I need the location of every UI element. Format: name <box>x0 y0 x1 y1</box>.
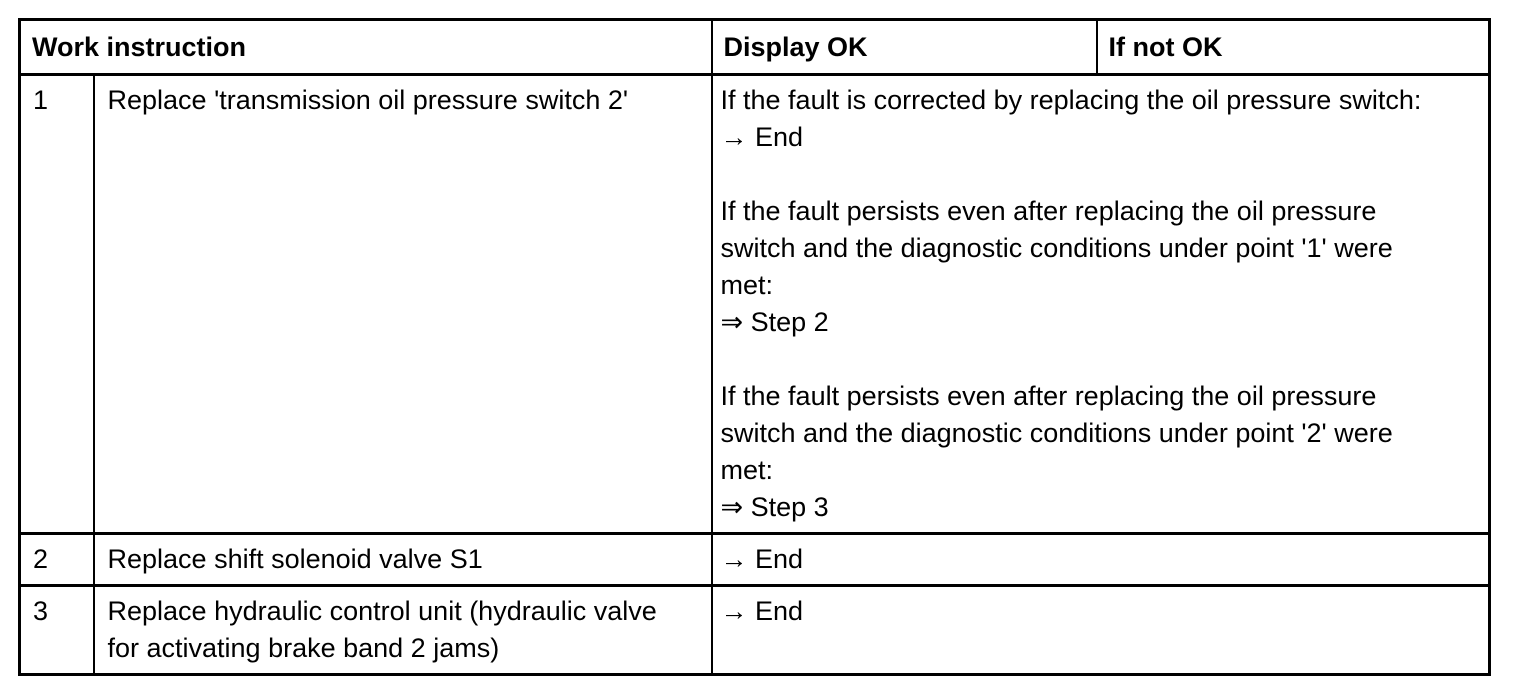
outcome-action: ⇒ Step 3 <box>720 492 829 522</box>
header-display-ok: Display OK <box>710 18 1098 76</box>
instruction-cell: Replace 'transmission oil pressure switc… <box>92 73 713 535</box>
outcome-block: → End <box>721 593 1437 630</box>
outcome-block: → End <box>721 541 1437 578</box>
document-page: Work instruction Display OK If not OK 1 … <box>18 18 1492 676</box>
outcome-action: → End <box>720 544 804 574</box>
table-row-step-3: 3 Replace hydraulic control unit (hydrau… <box>18 584 1491 676</box>
header-row: Work instruction Display OK If not OK <box>18 18 1491 76</box>
outcome-block: If the fault persists even after replaci… <box>721 378 1437 526</box>
header-if-not-ok: If not OK <box>1095 18 1491 76</box>
outcome-cell: → End <box>710 532 1491 587</box>
step-number: 2 <box>18 532 95 587</box>
outcome-block: If the fault is corrected by replacing t… <box>721 82 1437 156</box>
instruction-cell: Replace shift solenoid valve S1 <box>92 532 713 587</box>
outcome-cell: → End <box>710 584 1491 676</box>
outcome-condition: If the fault persists even after replaci… <box>720 381 1393 485</box>
table-row-step-2: 2 Replace shift solenoid valve S1 → End <box>18 532 1491 587</box>
header-work-instruction: Work instruction <box>18 18 713 76</box>
outcome-action: → End <box>720 596 804 626</box>
outcome-condition: If the fault is corrected by replacing t… <box>720 85 1422 115</box>
outcome-action: ⇒ Step 2 <box>720 307 829 337</box>
table-row-step-1: 1 Replace 'transmission oil pressure swi… <box>18 73 1491 535</box>
outcome-block: If the fault persists even after replaci… <box>721 193 1437 341</box>
step-number: 1 <box>18 73 95 535</box>
outcome-cell: If the fault is corrected by replacing t… <box>710 73 1491 535</box>
step-number: 3 <box>18 584 95 676</box>
outcome-condition: If the fault persists even after replaci… <box>720 196 1393 300</box>
instruction-cell: Replace hydraulic control unit (hydrauli… <box>92 584 713 676</box>
work-instruction-table: Work instruction Display OK If not OK 1 … <box>18 18 1492 676</box>
outcome-action: → End <box>720 122 804 152</box>
